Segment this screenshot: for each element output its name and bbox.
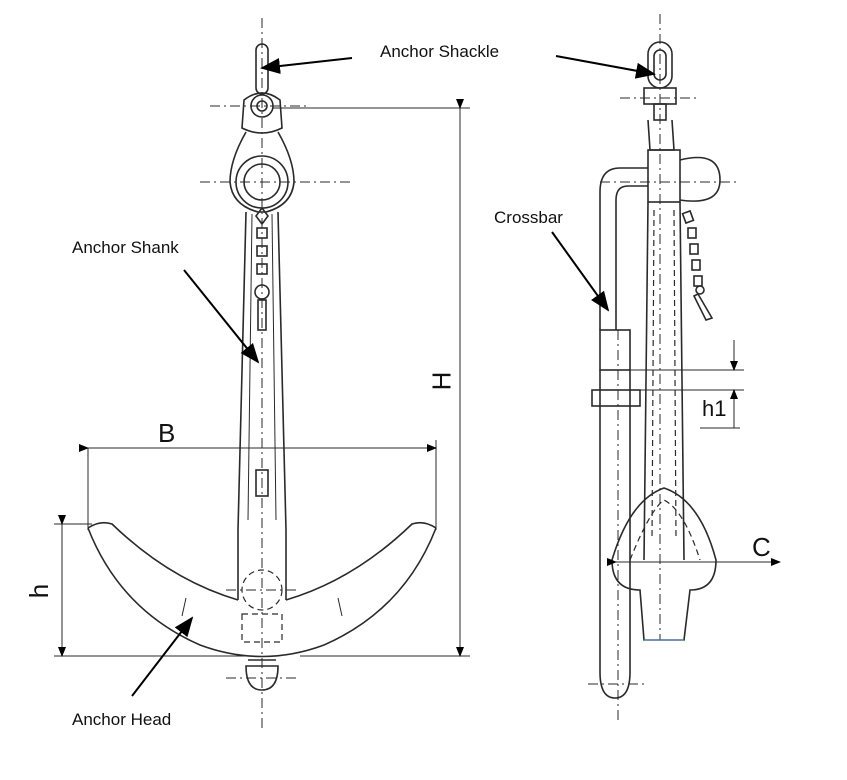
dimension-h: h (24, 583, 55, 599)
dimension-c: C (752, 532, 771, 562)
anchor-shank-label: Anchor Shank (72, 238, 179, 257)
front-dimensions (54, 99, 470, 657)
front-view (87, 18, 437, 730)
anchor-shackle-label: Anchor Shackle (380, 42, 500, 61)
leader-arrows (131, 55, 656, 697)
anchor-head-label: Anchor Head (72, 710, 172, 729)
crossbar-label: Crossbar (494, 208, 563, 227)
dimension-h1: h1 (702, 396, 727, 421)
side-view (588, 14, 740, 720)
dimension-b: B (158, 418, 176, 448)
dimension-H: H (426, 371, 457, 391)
side-dimensions (607, 340, 781, 566)
